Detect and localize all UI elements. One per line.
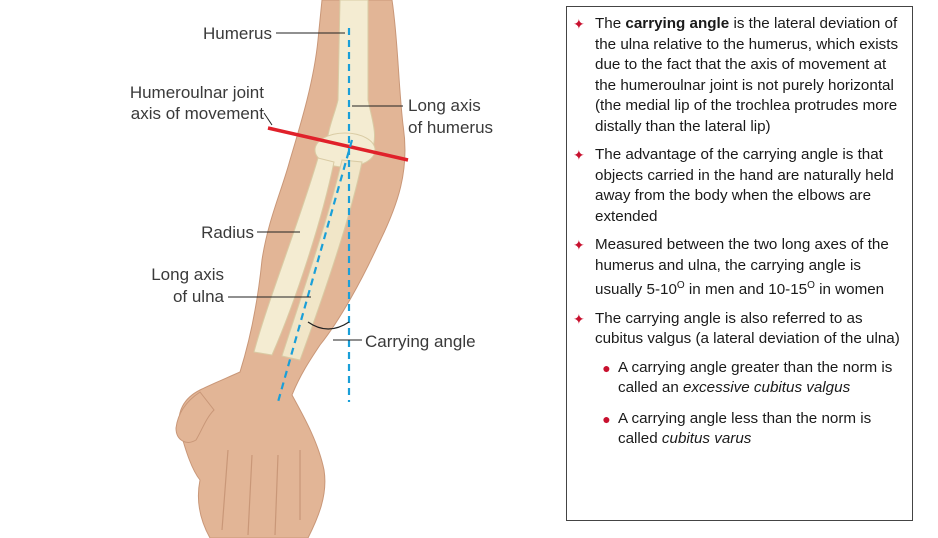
note-cubitus-valgus: ✦ The carrying angle is also referred to… xyxy=(573,309,902,350)
note-definition: ✦ The carrying angle is the lateral devi… xyxy=(573,14,902,137)
label-humerus: Humerus xyxy=(203,24,272,43)
subnote-varus-text: A carrying angle less than the norm is c… xyxy=(618,409,872,448)
label-long-axis-humerus-line1: Long axis xyxy=(408,96,481,115)
star-bullet-icon: ✦ xyxy=(573,16,585,32)
dot-bullet-icon: ● xyxy=(602,410,611,427)
subnote-excessive-valgus-text: A carrying angle greater than the norm i… xyxy=(618,358,893,397)
arm-anatomy-figure: Humerus Humeroulnar joint axis of moveme… xyxy=(130,0,493,538)
note-measurement: ✦ Measured between the two long axes of … xyxy=(573,235,902,301)
note-cubitus-valgus-text: The carrying angle is also referred to a… xyxy=(595,309,900,348)
degree-symbol: O xyxy=(807,280,815,291)
subnote-excessive-valgus: ● A carrying angle greater than the norm… xyxy=(595,358,902,399)
star-bullet-icon: ✦ xyxy=(573,237,585,253)
term-carrying-angle: carrying angle xyxy=(625,15,730,32)
joint-axis-line xyxy=(267,126,409,162)
note-advantage-text: The advantage of the carrying angle is t… xyxy=(595,146,894,225)
label-carrying-angle: Carrying angle xyxy=(365,332,476,351)
carrying-angle-arc xyxy=(307,321,350,330)
degree-symbol: O xyxy=(676,280,685,291)
label-radius: Radius xyxy=(201,223,254,242)
label-long-axis-ulna-line2: of ulna xyxy=(173,287,225,306)
star-bullet-icon: ✦ xyxy=(573,310,585,327)
label-joint-axis-line1: Humeroulnar joint xyxy=(130,83,264,102)
finger-lines xyxy=(221,449,301,536)
ulna-axis-dashed xyxy=(276,139,354,403)
thumb xyxy=(175,391,215,443)
leader-joint-axis xyxy=(263,112,273,126)
radius-bone xyxy=(253,157,335,356)
note-advantage: ✦ The advantage of the carrying angle is… xyxy=(573,145,902,227)
note-definition-text: The carrying angle is the lateral deviat… xyxy=(595,15,899,135)
label-long-axis-humerus-line2: of humerus xyxy=(408,118,493,137)
dot-bullet-icon: ● xyxy=(602,359,611,376)
label-long-axis-ulna-line1: Long axis xyxy=(151,265,224,284)
subnote-varus: ● A carrying angle less than the norm is… xyxy=(595,409,902,450)
star-bullet-icon: ✦ xyxy=(573,147,585,163)
notes-panel: ✦ The carrying angle is the lateral devi… xyxy=(566,6,913,521)
note-measurement-text: Measured between the two long axes of th… xyxy=(595,236,889,299)
label-joint-axis-line2: axis of movement xyxy=(131,104,264,123)
